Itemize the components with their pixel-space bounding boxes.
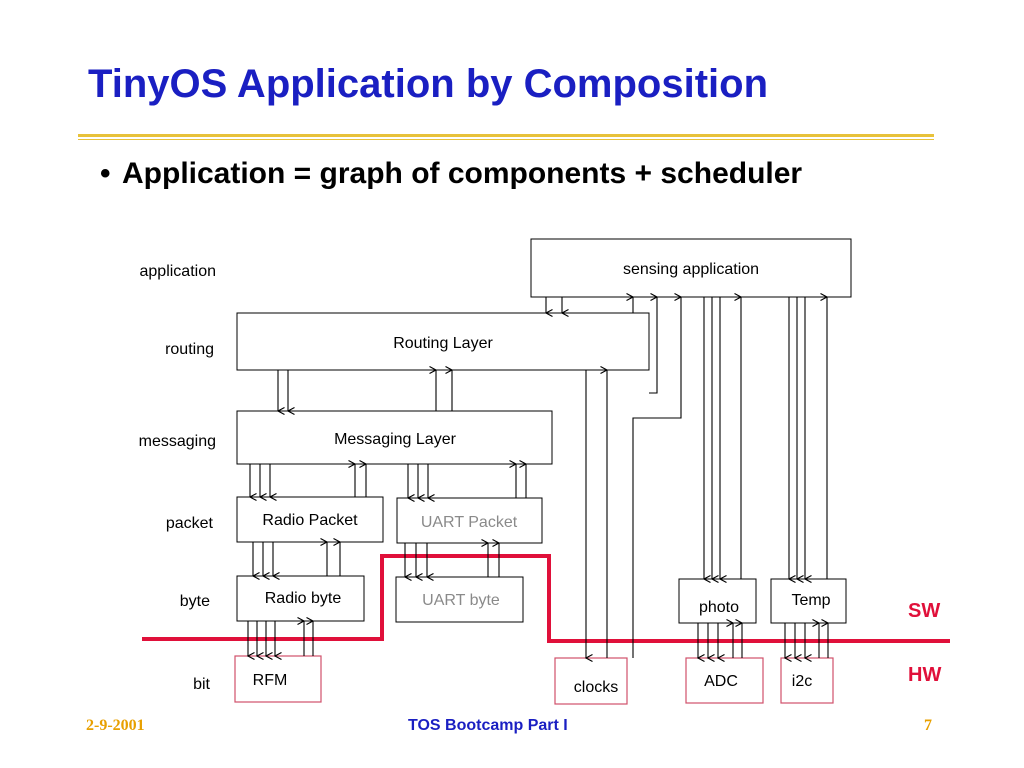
layer-label-messaging: messaging bbox=[139, 433, 216, 450]
bullet-item: • Application = graph of components + sch… bbox=[100, 157, 802, 191]
layer-label-bit: bit bbox=[193, 676, 210, 693]
i2c-box bbox=[780, 657, 834, 704]
slide-title: TinyOS Application by Composition bbox=[88, 62, 769, 106]
sensing-application-box bbox=[530, 238, 852, 298]
radio-packet-label: Radio Packet bbox=[262, 512, 358, 529]
photo-label: photo bbox=[699, 599, 739, 616]
adc-box bbox=[685, 657, 764, 704]
sw-label: SW bbox=[908, 600, 940, 622]
uart-packet-label: UART Packet bbox=[421, 514, 518, 531]
layer-label-routing: routing bbox=[165, 341, 214, 358]
radio-byte-label: Radio byte bbox=[265, 590, 342, 607]
temp-box bbox=[770, 578, 847, 624]
adc-label: ADC bbox=[704, 673, 738, 690]
i2c-label: i2c bbox=[792, 673, 812, 690]
sensing-application-label: sensing application bbox=[623, 261, 759, 278]
routing-layer-label: Routing Layer bbox=[393, 335, 493, 352]
bullet-dot-icon: • bbox=[100, 157, 111, 190]
title-rule bbox=[78, 134, 934, 137]
messaging-layer-label: Messaging Layer bbox=[334, 431, 457, 448]
uart-byte-box bbox=[395, 576, 524, 623]
connector-arrows bbox=[248, 297, 828, 658]
uart-byte-label: UART byte bbox=[422, 592, 500, 609]
layer-label-packet: packet bbox=[166, 515, 214, 532]
layer-label-byte: byte bbox=[180, 593, 210, 610]
radio-byte-box bbox=[236, 575, 365, 622]
layer-label-application: application bbox=[140, 263, 217, 280]
title-rule-thin bbox=[78, 139, 934, 140]
uart-packet-box bbox=[396, 497, 543, 544]
clocks-box bbox=[554, 657, 628, 705]
rfm-label: RFM bbox=[253, 672, 288, 689]
rfm-box bbox=[234, 655, 322, 703]
hw-label: HW bbox=[908, 664, 941, 686]
bullet-text: Application = graph of components + sche… bbox=[122, 157, 803, 190]
sw-hw-boundary-line bbox=[142, 554, 950, 643]
footer-title: TOS Bootcamp Part I bbox=[408, 717, 568, 734]
photo-box bbox=[678, 578, 757, 624]
footer-page-number: 7 bbox=[924, 717, 932, 734]
routing-layer-box bbox=[236, 312, 650, 371]
messaging-layer-box bbox=[236, 410, 553, 465]
footer-date: 2-9-2001 bbox=[86, 717, 145, 734]
temp-label: Temp bbox=[791, 592, 830, 609]
clocks-label: clocks bbox=[574, 679, 618, 696]
radio-packet-box bbox=[236, 496, 384, 543]
